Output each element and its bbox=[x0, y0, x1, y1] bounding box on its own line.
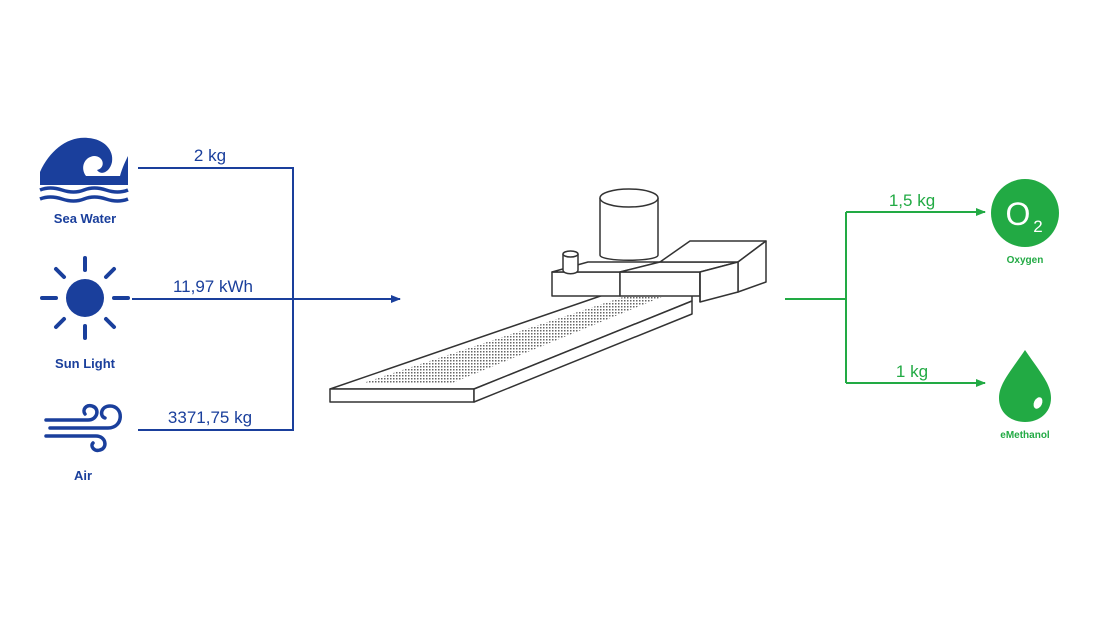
wind-icon bbox=[44, 403, 122, 453]
output-name-oxygen: Oxygen bbox=[1007, 255, 1044, 266]
input-qty-air: 3371,75 kg bbox=[168, 408, 252, 427]
oxygen-subscript: 2 bbox=[1033, 217, 1042, 236]
input-qty-sun-light: 11,97 kWh bbox=[173, 277, 253, 296]
input-name-air: Air bbox=[74, 468, 92, 483]
output-connectors bbox=[785, 208, 986, 387]
input-name-sea-water: Sea Water bbox=[54, 211, 116, 226]
wave-icon bbox=[39, 137, 129, 203]
input-qty-sea-water: 2 kg bbox=[194, 146, 226, 165]
sun-icon bbox=[40, 256, 130, 340]
oxygen-icon: O 2 bbox=[991, 179, 1059, 247]
floating-platform-icon bbox=[329, 188, 767, 403]
output-name-emethanol: eMethanol bbox=[1000, 430, 1050, 441]
droplet-icon bbox=[999, 350, 1051, 422]
output-qty-emethanol: 1 kg bbox=[896, 362, 928, 381]
oxygen-symbol: O bbox=[1006, 196, 1031, 232]
output-qty-oxygen: 1,5 kg bbox=[889, 191, 935, 210]
input-name-sun-light: Sun Light bbox=[55, 356, 116, 371]
input-connectors bbox=[132, 167, 401, 431]
